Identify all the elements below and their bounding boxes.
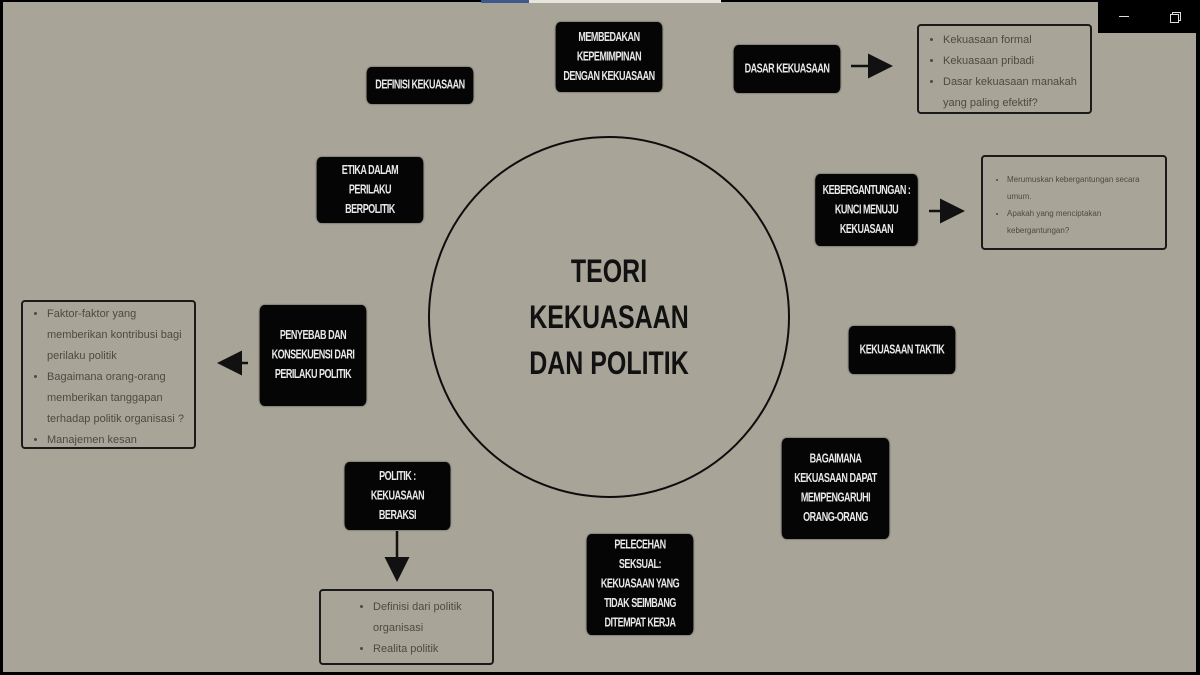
node-label: DEFINISI KEKUASAAN [375, 78, 465, 92]
node-label: PELECEHAN SEKSUAL: KEKUASAAN YANG TIDAK … [600, 537, 680, 630]
node-penyebab-konsekuensi[interactable]: PENYEBAB DAN KONSEKUENSI DARI PERILAKU P… [259, 305, 367, 406]
info-list: Kekuasaan formal Kekuasaan pribadi Dasar… [927, 30, 1082, 114]
info-box-dasar-kekuasaan: Kekuasaan formal Kekuasaan pribadi Dasar… [917, 24, 1092, 114]
node-membedakan-kepemimpinan[interactable]: MEMBEDAKAN KEPEMIMPINAN DENGAN KEKUASAAN [555, 22, 663, 92]
info-item: Definisi dari politik organisasi [373, 597, 484, 639]
node-politik-beraksi[interactable]: POLITIK : KEKUASAAN BERAKSI [344, 462, 451, 530]
node-label: POLITIK : KEKUASAAN BERAKSI [370, 468, 425, 522]
info-box-ketergantungan: Merumuskan kebergantungan secara umum. A… [981, 155, 1167, 250]
restore-icon [1169, 11, 1181, 23]
window-controls [1098, 0, 1200, 33]
restore-button[interactable] [1158, 2, 1192, 32]
info-list: Merumuskan kebergantungan secara umum. A… [991, 171, 1157, 239]
node-pelecehan-seksual[interactable]: PELECEHAN SEKSUAL: KEKUASAAN YANG TIDAK … [586, 534, 694, 635]
minimize-icon [1118, 16, 1129, 17]
info-list: Definisi dari politik organisasi Realita… [357, 597, 484, 660]
node-ketergantungan[interactable]: KEBERGANTUNGAN : KUNCI MENUJU KEKUASAAN [815, 174, 918, 246]
node-label: DASAR KEKUASAAN [744, 61, 830, 76]
info-item: Bagaimana orang-orang memberikan tanggap… [47, 367, 186, 430]
info-item: Dasar kekuasaan manakah yang paling efek… [943, 72, 1082, 114]
info-box-politik: Definisi dari politik organisasi Realita… [319, 589, 494, 665]
info-item: Manajemen kesan [47, 430, 186, 451]
node-label: BAGAIMANA KEKUASAAN DAPAT MEMPENGARUHI O… [794, 451, 877, 525]
progress-bar [481, 0, 721, 3]
info-item: Merumuskan kebergantungan secara umum. [1007, 171, 1157, 205]
info-item: Faktor-faktor yang memberikan kontribusi… [47, 304, 186, 367]
diagram-title: TEORI KEKUASAAN DAN POLITIK [529, 253, 689, 381]
node-label: PENYEBAB DAN KONSEKUENSI DARI PERILAKU P… [271, 328, 355, 382]
info-item: Kekuasaan formal [943, 30, 1082, 51]
node-definisi-kekuasaan[interactable]: DEFINISI KEKUASAAN [366, 67, 474, 104]
progress-bar-fill [481, 0, 529, 3]
node-label: KEBERGANTUNGAN : KUNCI MENUJU KEKUASAAN [822, 182, 911, 236]
info-item: Realita politik [373, 639, 484, 660]
node-label: ETIKA DALAM PERILAKU BERPOLITIK [341, 162, 399, 216]
minimize-button[interactable] [1107, 2, 1141, 32]
node-bagaimana-kekuasaan[interactable]: BAGAIMANA KEKUASAAN DAPAT MEMPENGARUHI O… [781, 438, 890, 539]
info-item: Kekuasaan pribadi [943, 51, 1082, 72]
node-etika-berpolitik[interactable]: ETIKA DALAM PERILAKU BERPOLITIK [316, 157, 424, 223]
central-circle [428, 136, 790, 498]
info-list: Faktor-faktor yang memberikan kontribusi… [31, 304, 186, 451]
node-kekuasaan-taktik[interactable]: KEKUASAAN TAKTIK [848, 326, 956, 374]
node-label: KEKUASAAN TAKTIK [859, 342, 945, 357]
info-item: Apakah yang menciptakan kebergantungan? [1007, 205, 1157, 239]
node-dasar-kekuasaan[interactable]: DASAR KEKUASAAN [733, 45, 841, 93]
info-box-penyebab: Faktor-faktor yang memberikan kontribusi… [21, 300, 196, 449]
node-label: MEMBEDAKAN KEPEMIMPINAN DENGAN KEKUASAAN [563, 29, 655, 83]
